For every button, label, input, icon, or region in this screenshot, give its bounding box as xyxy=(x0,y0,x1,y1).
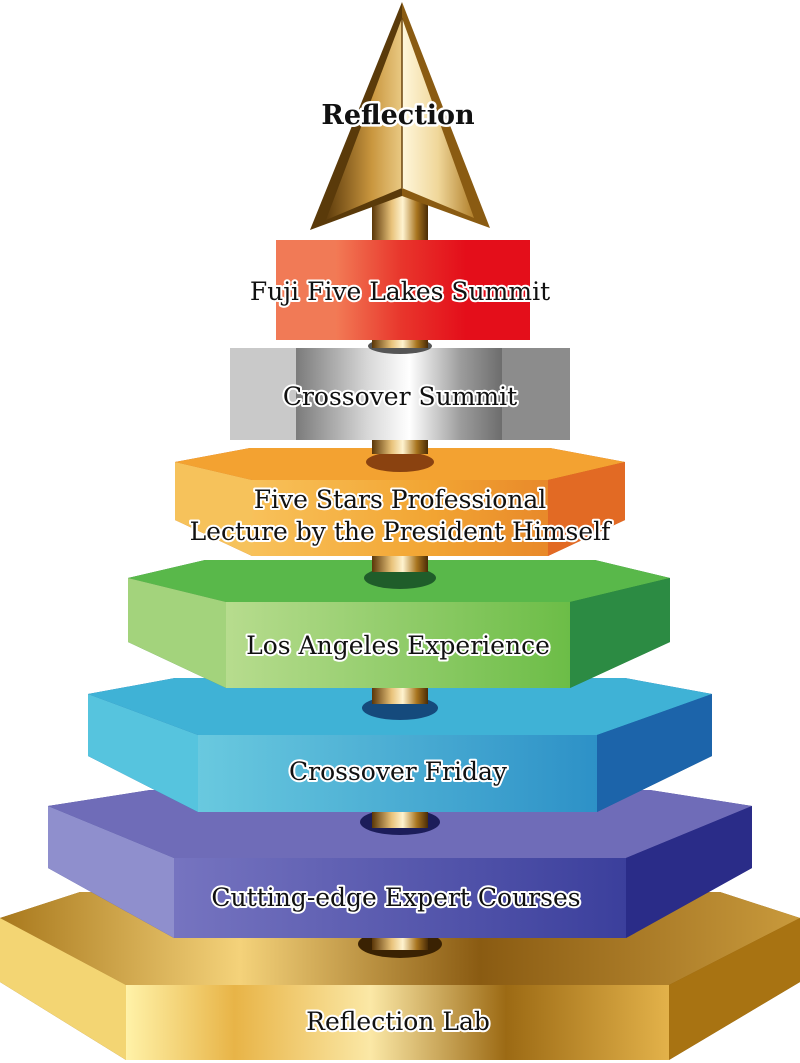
tier-crossover-friday xyxy=(88,678,712,812)
tier-label-los-angeles-experience: Los Angeles Experience xyxy=(246,631,550,660)
apex-label: Reflection xyxy=(321,100,475,131)
tier-los-angeles-experience xyxy=(128,560,670,688)
tier-label-reflection-lab: Reflection Lab xyxy=(306,1007,490,1036)
tier-five-stars-professional xyxy=(175,448,625,556)
tier-label-crossover-friday: Crossover Friday xyxy=(289,757,508,786)
tier-crossover-summit xyxy=(230,338,570,440)
tier-label-cutting-edge-expert-courses: Cutting-edge Expert Courses xyxy=(211,883,580,912)
tier-label-five-stars-line-1: Five Stars Professional xyxy=(254,485,547,514)
tier-label-crossover-summit: Crossover Summit xyxy=(283,382,517,411)
arrow-head xyxy=(310,2,490,230)
tier-fuji-five-lakes-summit xyxy=(276,240,530,340)
tier-label-fuji-five-lakes-summit: Fuji Five Lakes Summit xyxy=(250,277,550,306)
tier-label-five-stars-line-2: Lecture by the President Himself xyxy=(190,517,613,546)
